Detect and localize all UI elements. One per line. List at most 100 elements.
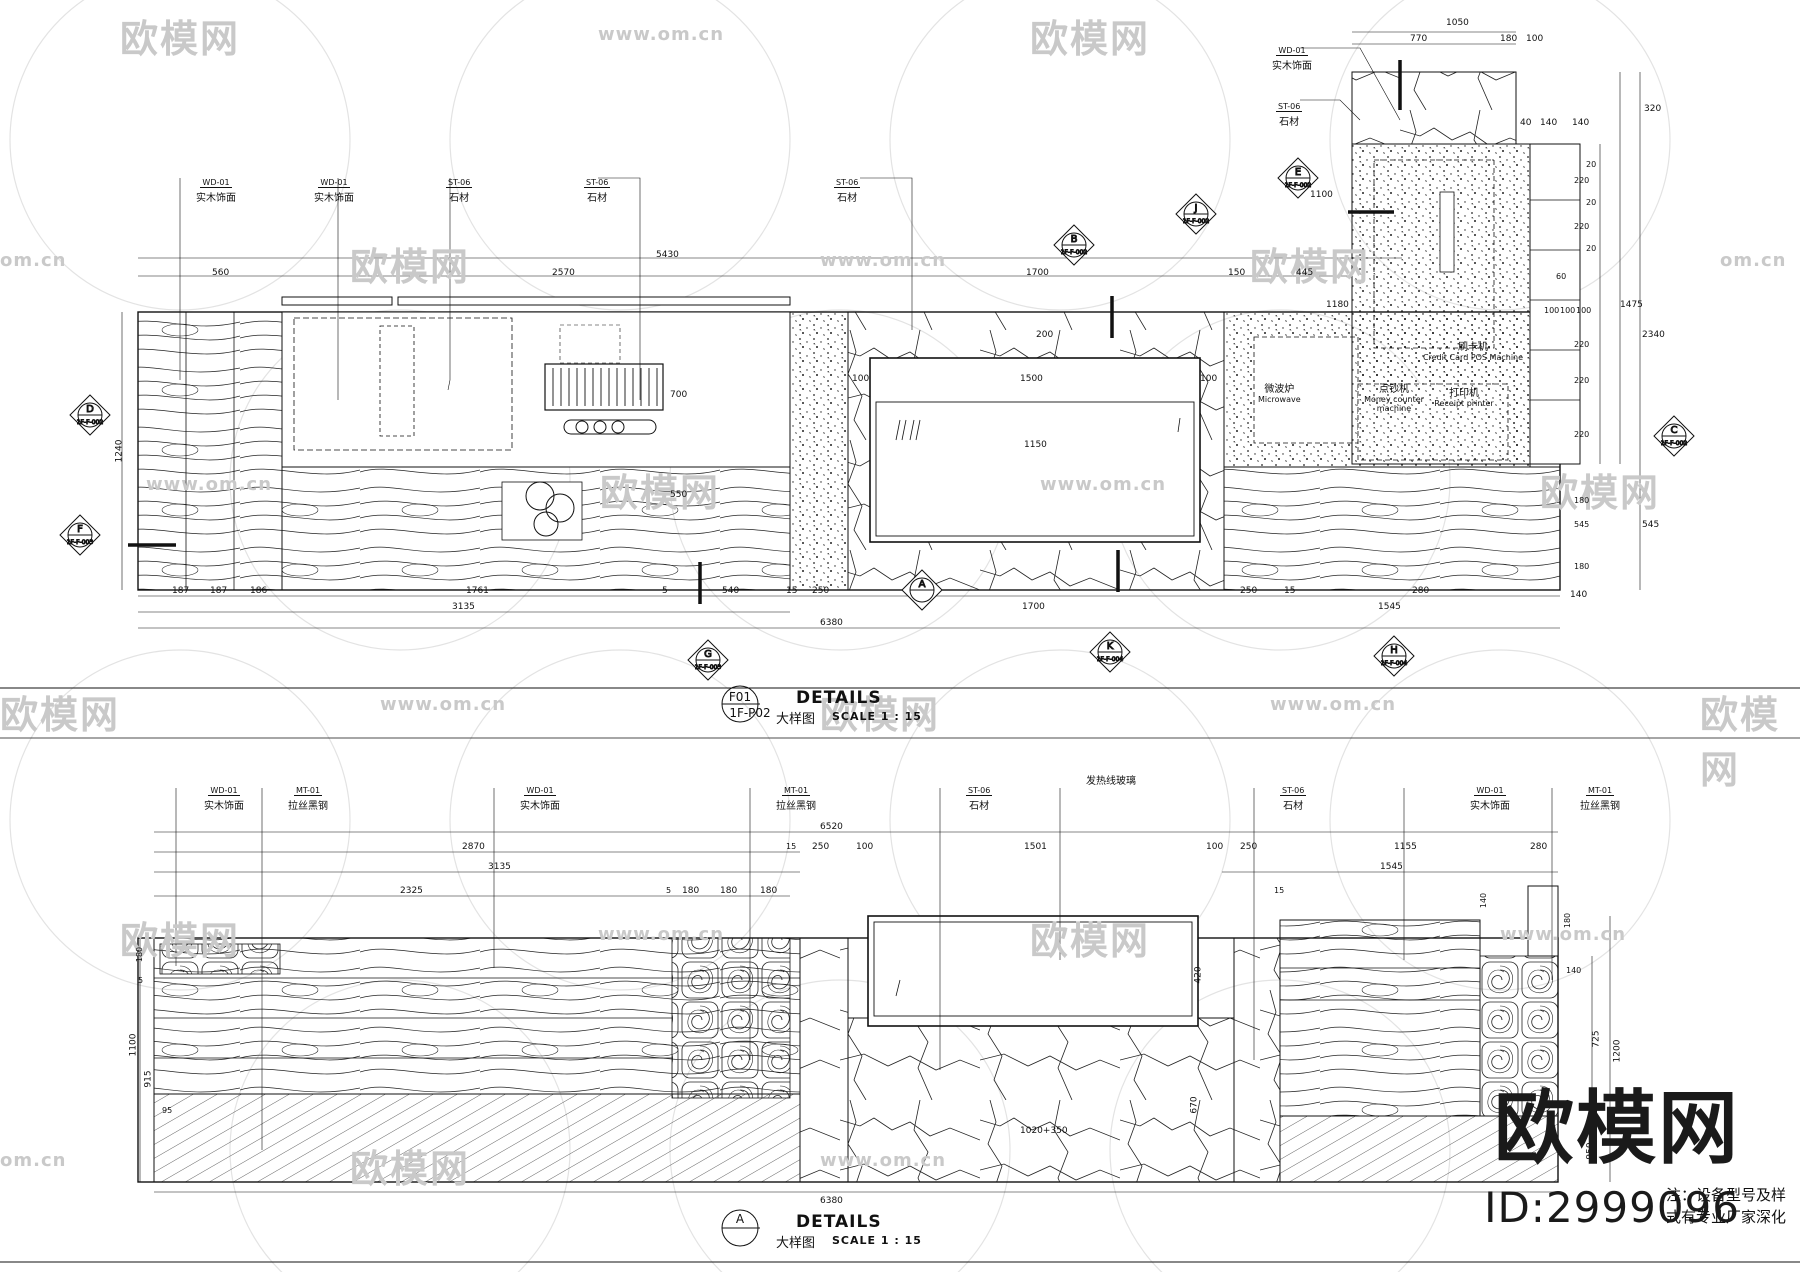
callout-code: ST-06	[1280, 786, 1307, 796]
dimension-text: 100	[1206, 842, 1224, 852]
dimension-text: 5	[138, 976, 144, 985]
dimension-text: 6380	[820, 618, 843, 628]
dimension-text: 1200	[1612, 1039, 1623, 1063]
upper-elevation	[128, 60, 1581, 604]
callout-name: 发热线玻璃	[1086, 776, 1136, 787]
dimension-text: 100	[1560, 306, 1576, 315]
callout-name: 实木饰面	[1272, 61, 1312, 72]
dimension-text: 180	[135, 946, 145, 963]
material-callout: MT-01 拉丝黑钢	[1580, 778, 1620, 812]
material-callout: WD-01 实木饰面	[196, 170, 236, 204]
section-letter: J	[1194, 203, 1198, 214]
section-letter: H	[1390, 645, 1398, 656]
dimension-text: 1500	[1020, 374, 1043, 384]
section-marker: A	[901, 569, 943, 611]
callout-name: 实木饰面	[1470, 801, 1510, 812]
dimension-text: 5430	[656, 250, 679, 260]
equipment-en: Credit Card POS Machine	[1422, 353, 1524, 362]
dimension-text: 6520	[820, 822, 843, 832]
section-sheet: 1F-F-002	[1183, 218, 1210, 225]
material-callout: ST-06 石材	[834, 170, 861, 204]
dimension-text: 15	[1284, 586, 1296, 596]
ref-tag: F01	[728, 690, 752, 704]
dimension-text: 560	[212, 268, 230, 278]
callout-name: 石材	[449, 193, 470, 204]
section-sheet: 1F-F-002	[1285, 182, 1312, 189]
section-marker: G1F-F-003	[687, 639, 729, 681]
equipment-en: Microwave	[1258, 395, 1301, 404]
view-scale: SCALE 1 : 15	[832, 1234, 922, 1247]
dimension-text: 2570	[552, 268, 575, 278]
dimension-text: 40	[1520, 118, 1532, 128]
section-sheet: 1F-F-002	[1661, 440, 1688, 447]
callout-code: WD-01	[318, 178, 350, 188]
dimension-text: 220	[1574, 176, 1590, 185]
dimension-text: 15	[786, 586, 798, 596]
dimension-text: 187	[172, 586, 190, 596]
dimension-text: 250	[812, 842, 830, 852]
dimension-text: 15	[786, 842, 797, 851]
material-callout: WD-01 实木饰面	[1470, 778, 1510, 812]
view-title: DETAILS	[796, 1212, 882, 1232]
dimension-text: 2870	[462, 842, 485, 852]
callout-code: MT-01	[1585, 786, 1615, 796]
section-letter: D	[86, 404, 94, 415]
equipment-cn: 打印机	[1449, 388, 1479, 399]
dimension-text: 1700	[1026, 268, 1049, 278]
callout-name: 实木饰面	[314, 193, 354, 204]
dimension-text: 320	[1644, 104, 1662, 114]
callout-code: ST-06	[966, 786, 993, 796]
dimension-text: 220	[1574, 430, 1590, 439]
section-letter: K	[1107, 641, 1114, 652]
dimension-text: 1100	[1310, 190, 1333, 200]
material-callout: ST-06 石材	[1280, 778, 1307, 812]
equipment-label: 点钞机 Money counter machine	[1362, 380, 1426, 413]
dimension-text: 95	[162, 1106, 173, 1115]
title-circle	[721, 1209, 760, 1247]
dimension-text: 5	[662, 586, 668, 596]
dimension-text: 180	[760, 886, 778, 896]
material-callout: ST-06 石材	[584, 170, 611, 204]
dimension-text: 1050	[1446, 18, 1469, 28]
callout-name: 石材	[1283, 801, 1304, 812]
callout-name: 实木饰面	[520, 801, 560, 812]
dimension-text: 180	[1574, 562, 1590, 571]
callout-code: MT-01	[293, 786, 323, 796]
callout-name: 石材	[969, 801, 990, 812]
callout-code: ST-06	[1276, 102, 1303, 112]
section-sheet: 1F-F-002	[1061, 249, 1088, 256]
dimension-text: 1761	[466, 586, 489, 596]
section-marker: C1F-F-002	[1653, 415, 1695, 457]
callout-code: ST-06	[584, 178, 611, 188]
callout-code: WD-01	[208, 786, 240, 796]
section-sheet: 1F-F-002	[77, 419, 104, 426]
callout-code: WD-01	[524, 786, 556, 796]
callout-code: MT-01	[781, 786, 811, 796]
dimension-text: 1700	[1022, 602, 1045, 612]
dimension-text: 250	[1240, 586, 1258, 596]
callout-name: 拉丝黑钢	[1580, 801, 1620, 812]
view-subtitle: 大样图	[776, 712, 816, 727]
title-circle	[721, 685, 760, 723]
dimension-text: 140	[1540, 118, 1558, 128]
view-subtitle: 大样图	[776, 1236, 816, 1251]
callout-code: ST-06	[834, 178, 861, 188]
view-scale: SCALE 1 : 15	[832, 710, 922, 723]
brand-id: ID:2999096	[1484, 1183, 1740, 1232]
callout-name: 拉丝黑钢	[776, 801, 816, 812]
section-marker: K1F-F-004	[1089, 631, 1131, 673]
section-letter: A	[919, 579, 926, 590]
section-marker: J 1F-F-002	[1175, 193, 1217, 235]
dimension-text: 220	[1574, 222, 1590, 231]
dimension-text: 150	[1228, 268, 1246, 278]
dimension-text: 186	[250, 586, 268, 596]
material-callout: 发热线玻璃	[1086, 772, 1136, 787]
ref-tag: A	[735, 1212, 745, 1226]
dimension-text: 1545	[1378, 602, 1401, 612]
equipment-label: 刷卡机 Credit Card POS Machine	[1418, 338, 1528, 362]
callout-name: 石材	[1279, 117, 1300, 128]
dimension-text: 100	[1200, 374, 1218, 384]
material-callout: ST-06 石材	[966, 778, 993, 812]
lower-dimension-lines	[139, 831, 1611, 1193]
